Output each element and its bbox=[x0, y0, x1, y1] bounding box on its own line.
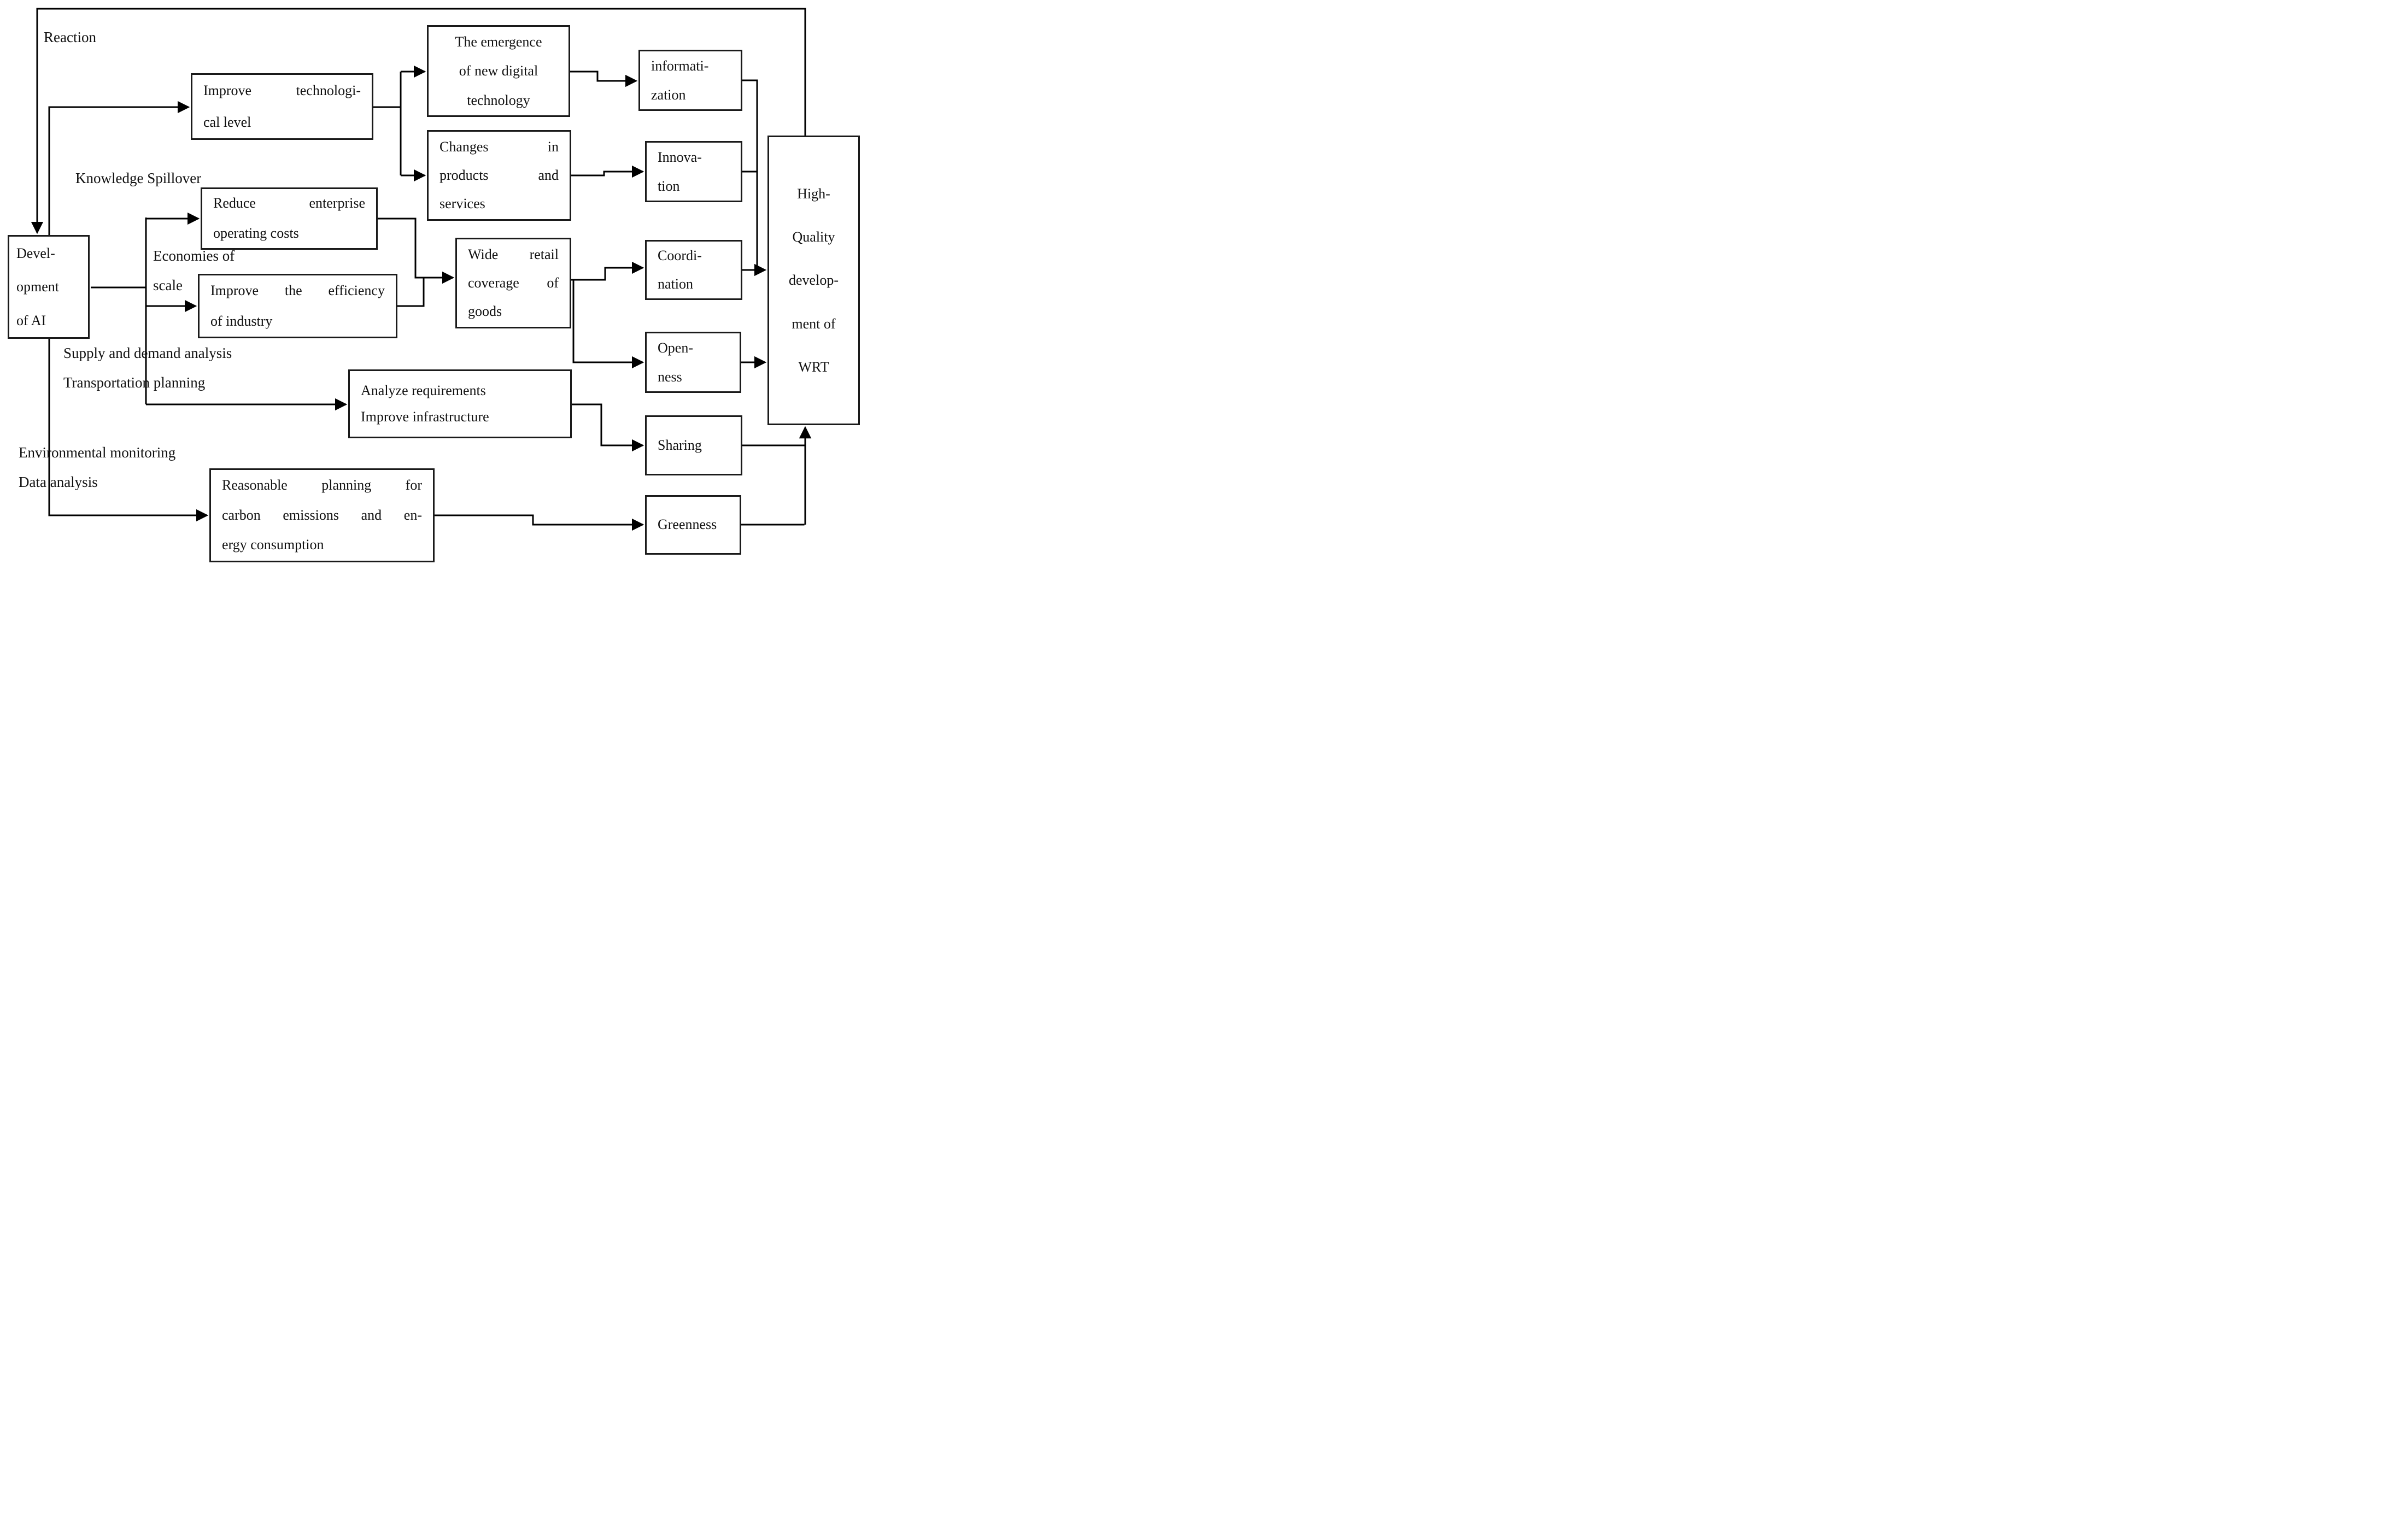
label-economies-of-scale-line2: scale bbox=[153, 277, 183, 293]
node-sharing: Sharing bbox=[645, 415, 742, 475]
connector-reasonable-to-greenness bbox=[435, 514, 644, 531]
connector-devai-to-improve-tech bbox=[48, 101, 190, 235]
label-economies-of-scale-line1: Economies of bbox=[153, 248, 235, 264]
node-innovation: Innova-tion bbox=[645, 141, 742, 202]
connector-layer bbox=[31, 8, 812, 531]
connector-wideretail-to-coordination bbox=[571, 261, 644, 281]
connector-efficiency-merge bbox=[397, 278, 425, 307]
node-greenness: Greenness bbox=[645, 495, 741, 555]
connector-analyze-to-sharing bbox=[572, 403, 644, 452]
label-data-analysis: Data analysis bbox=[19, 474, 98, 490]
label-reaction: Reaction bbox=[44, 29, 96, 45]
connector-devai-to-reasonable bbox=[48, 339, 209, 522]
label-knowledge-spillover: Knowledge Spillover bbox=[75, 170, 202, 186]
label-environmental-monitoring: Environmental monitoring bbox=[19, 444, 176, 461]
node-openness: Open-ness bbox=[645, 332, 741, 393]
node-informatization: informati-zation bbox=[638, 50, 742, 111]
connector-reduce-to-wideretail bbox=[378, 218, 455, 284]
node-coordination: Coordi-nation bbox=[645, 240, 742, 300]
connector-reaction-feedback bbox=[31, 8, 806, 234]
connector-emergence-to-informatization bbox=[570, 70, 638, 87]
connector-changes-to-innovation bbox=[571, 165, 644, 178]
label-transportation-planning: Transportation planning bbox=[63, 374, 206, 391]
label-supply-demand-analysis: Supply and demand analysis bbox=[63, 345, 232, 361]
connector-informatization-merge bbox=[742, 79, 758, 270]
connector-wideretail-to-openness bbox=[571, 279, 644, 369]
